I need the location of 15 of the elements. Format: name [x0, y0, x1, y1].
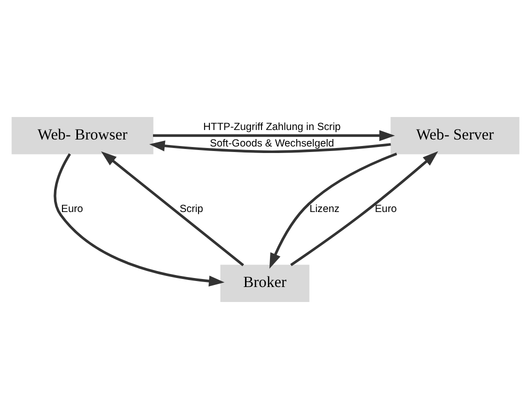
- edge-label: Euro: [374, 204, 397, 216]
- edge-label: Soft-Goods & Wechselgeld: [210, 138, 334, 150]
- arrow: [101, 151, 244, 266]
- arrow: [153, 130, 395, 142]
- edge-label: Scrip: [180, 204, 204, 216]
- arrow: [269, 152, 398, 269]
- node-box: Web- Server: [390, 117, 520, 154]
- edge-label: Lizenz: [310, 204, 340, 216]
- node-box: Broker: [220, 264, 310, 302]
- arrow: [290, 151, 438, 266]
- arrow: [54, 153, 225, 287]
- arrow: [149, 140, 391, 154]
- edge-label: Euro: [61, 204, 84, 216]
- edge-label: HTTP-Zugriff Zahlung in Scrip: [203, 122, 341, 134]
- node-box: Web- Browser: [12, 117, 154, 154]
